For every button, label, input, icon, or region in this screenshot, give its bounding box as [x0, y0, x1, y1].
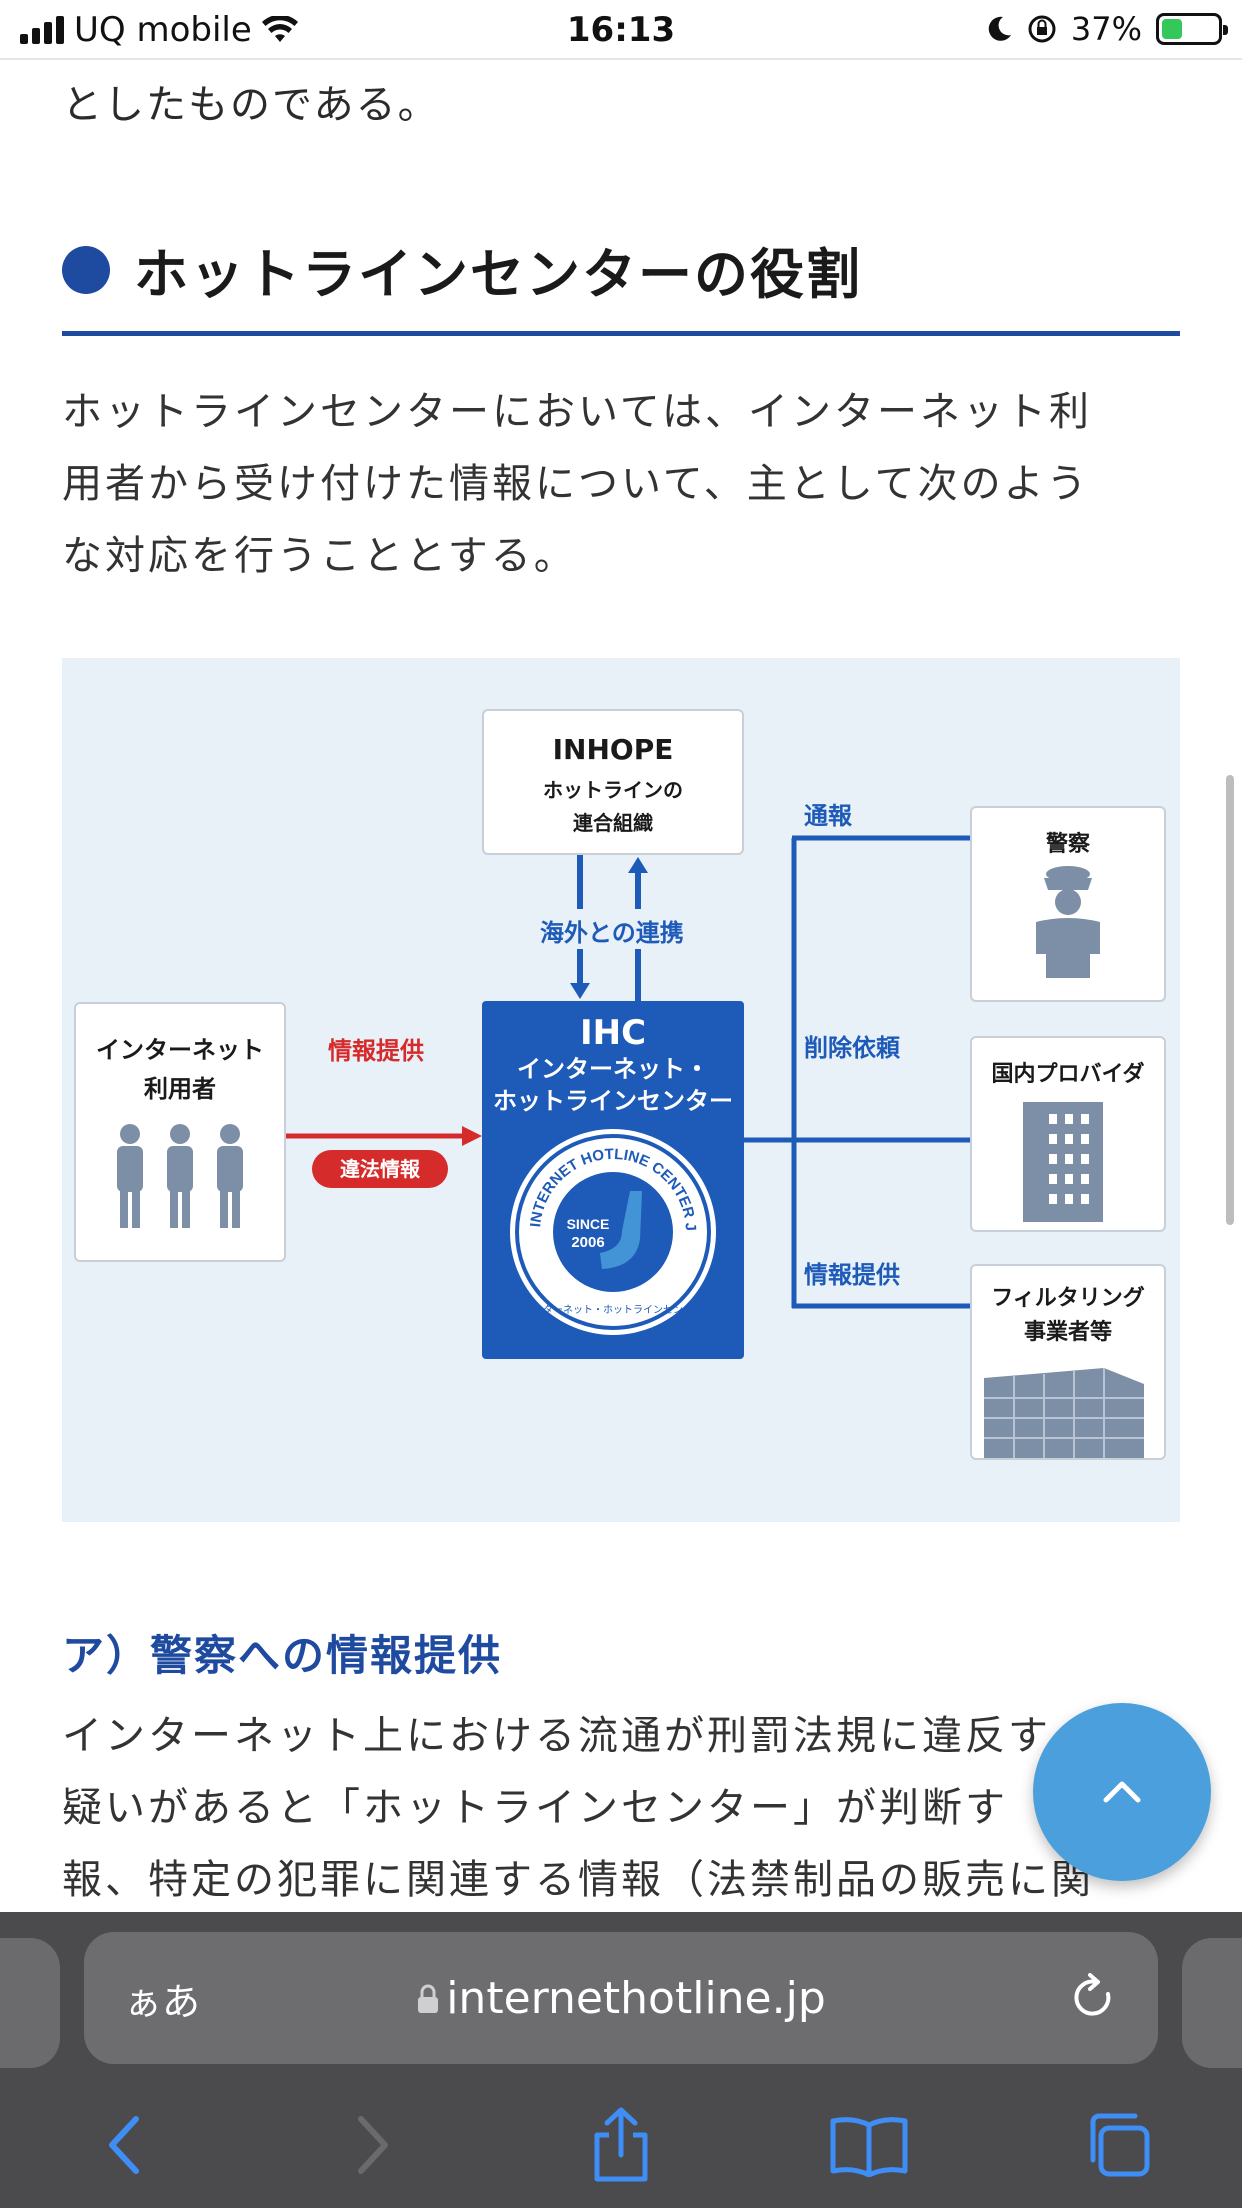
previous-tab-peek[interactable]: [0, 1938, 60, 2068]
provide-label: 情報提供: [328, 1037, 424, 1065]
share-icon: [594, 2107, 648, 2182]
branch-label-report: 通報: [804, 802, 852, 830]
branch-label-removal: 削除依頼: [804, 1034, 900, 1062]
red-arrow: [286, 1126, 482, 1146]
domestic-provider-box: 国内プロバイダ: [970, 1036, 1166, 1232]
status-left: UQ mobile: [20, 10, 298, 50]
branch-label-info: 情報提供: [804, 1261, 900, 1289]
body-line: 疑いがあると「ホットラインセンター」が判断す: [62, 1785, 1008, 1831]
bookmarks-button[interactable]: [819, 2095, 919, 2195]
carrier-name: UQ mobile: [74, 10, 252, 50]
office-building-icon: [984, 1368, 1144, 1458]
back-icon: [109, 2116, 140, 2174]
seal-logo-icon: INTERNET HOTLINE CENTER JAPAN SINCE 2006…: [505, 1116, 711, 1330]
inhope-box: INHOPE ホットラインの 連合組織: [482, 709, 744, 855]
battery-percent: 37%: [1070, 10, 1142, 48]
cellular-signal-icon: [20, 16, 64, 44]
next-tab-peek[interactable]: [1182, 1938, 1242, 2068]
users-line1: インターネット: [96, 1036, 264, 1064]
bookmarks-icon: [830, 2117, 908, 2177]
police-officer-icon: [1036, 866, 1100, 978]
subheading-police: ア）警察への情報提供: [62, 1631, 503, 1680]
scrollbar[interactable]: [1226, 775, 1234, 1225]
page-settings-button[interactable]: ぁあ: [124, 1979, 201, 2024]
internet-users-box: インターネット 利用者: [74, 1002, 286, 1262]
article-content: としたものである。 ホットラインセンターの役割 ホットラインセンターにおいては、…: [62, 60, 1180, 592]
filtering-label-line1: フィルタリング: [991, 1286, 1145, 1311]
users-line2: 利用者: [144, 1075, 216, 1103]
wifi-icon: [261, 16, 298, 42]
chevron-up-icon: [1103, 1781, 1141, 1803]
overseas-arrows: [552, 855, 672, 1001]
inhope-title: INHOPE: [552, 733, 674, 766]
ihc-title: IHC: [579, 1013, 647, 1053]
building-icon: [1023, 1102, 1103, 1222]
clock: 16:13: [566, 10, 676, 50]
overseas-label: 海外との連携: [540, 919, 684, 947]
hotline-role-diagram: INHOPE ホットラインの 連合組織 海外との連携 インターネット 利用者 情…: [62, 658, 1180, 1522]
reload-icon[interactable]: [1070, 1972, 1118, 2024]
ihc-line2: ホットラインセンター: [493, 1087, 733, 1115]
status-right: 37%: [985, 10, 1228, 48]
seal-year: 2006: [571, 1234, 604, 1251]
inhope-line1: ホットラインの: [543, 778, 683, 802]
battery-fill: [1162, 19, 1182, 39]
moon-icon: [988, 16, 1011, 41]
share-button[interactable]: [571, 2095, 671, 2195]
ihc-box: IHC インターネット・ ホットラインセンター INTERNET HOTLINE…: [482, 1001, 744, 1359]
heading-bullet-icon: [62, 245, 110, 294]
back-button[interactable]: [74, 2095, 174, 2195]
browser-bottom-bar: ぁあ internethotline.jp: [0, 1912, 1242, 2208]
intro-paragraph: ホットラインセンターにおいては、インターネット利 用者から受け付けた情報について…: [62, 376, 1180, 592]
police-box: 警察: [970, 806, 1166, 1002]
battery-icon: [1156, 13, 1228, 45]
lock-icon: [418, 1984, 439, 2013]
intro-line: ホットラインセンターにおいては、インターネット利: [62, 389, 1092, 435]
forward-icon: [357, 2116, 388, 2174]
url-text: internethotline.jp: [446, 1972, 826, 2024]
body-line: インターネット上における流通が刑罰法規に違反す: [62, 1713, 1051, 1759]
people-icon: [117, 1124, 243, 1228]
seal-bottom-text: インターネット・ホットラインセンター: [523, 1304, 703, 1316]
previous-paragraph-tail: としたものである。: [62, 82, 440, 128]
police-label: 警察: [1045, 832, 1090, 857]
filtering-operators-box: フィルタリング 事業者等: [970, 1264, 1166, 1460]
intro-line: 用者から受け付けた情報について、主として次のよう: [62, 461, 1090, 507]
tabs-icon: [1090, 2113, 1150, 2177]
section-title: ホットラインセンターの役割: [134, 243, 862, 306]
body-line: 報、特定の犯罪に関連する情報（法禁制品の販売に関: [62, 1857, 1094, 1903]
tabs-button[interactable]: [1068, 2095, 1168, 2195]
body-paragraph: インターネット上における流通が刑罰法規に違反す 疑いがあると「ホットラインセンタ…: [62, 1700, 1180, 1916]
illegal-info-badge: 違法情報: [312, 1150, 448, 1188]
intro-line: な対応を行うこととする。: [62, 533, 577, 579]
status-bar: UQ mobile 16:13 37%: [0, 0, 1242, 60]
filtering-label-line2: 事業者等: [1023, 1320, 1112, 1345]
inhope-line2: 連合組織: [573, 811, 653, 835]
ihc-line1: インターネット・: [517, 1055, 709, 1083]
section-heading: ホットラインセンターの役割: [62, 230, 1180, 336]
scroll-to-top-button[interactable]: [1033, 1703, 1211, 1881]
browser-toolbar: [0, 2082, 1242, 2208]
forward-button[interactable]: [323, 2095, 423, 2195]
url-display[interactable]: internethotline.jp: [84, 1973, 1158, 2024]
provider-label: 国内プロバイダ: [991, 1062, 1145, 1087]
address-bar[interactable]: ぁあ internethotline.jp: [84, 1932, 1158, 2064]
seal-since: SINCE: [567, 1216, 610, 1232]
rotation-lock-icon: [1028, 15, 1056, 43]
ihc-seal: INTERNET HOTLINE CENTER JAPAN SINCE 2006…: [505, 1116, 716, 1335]
